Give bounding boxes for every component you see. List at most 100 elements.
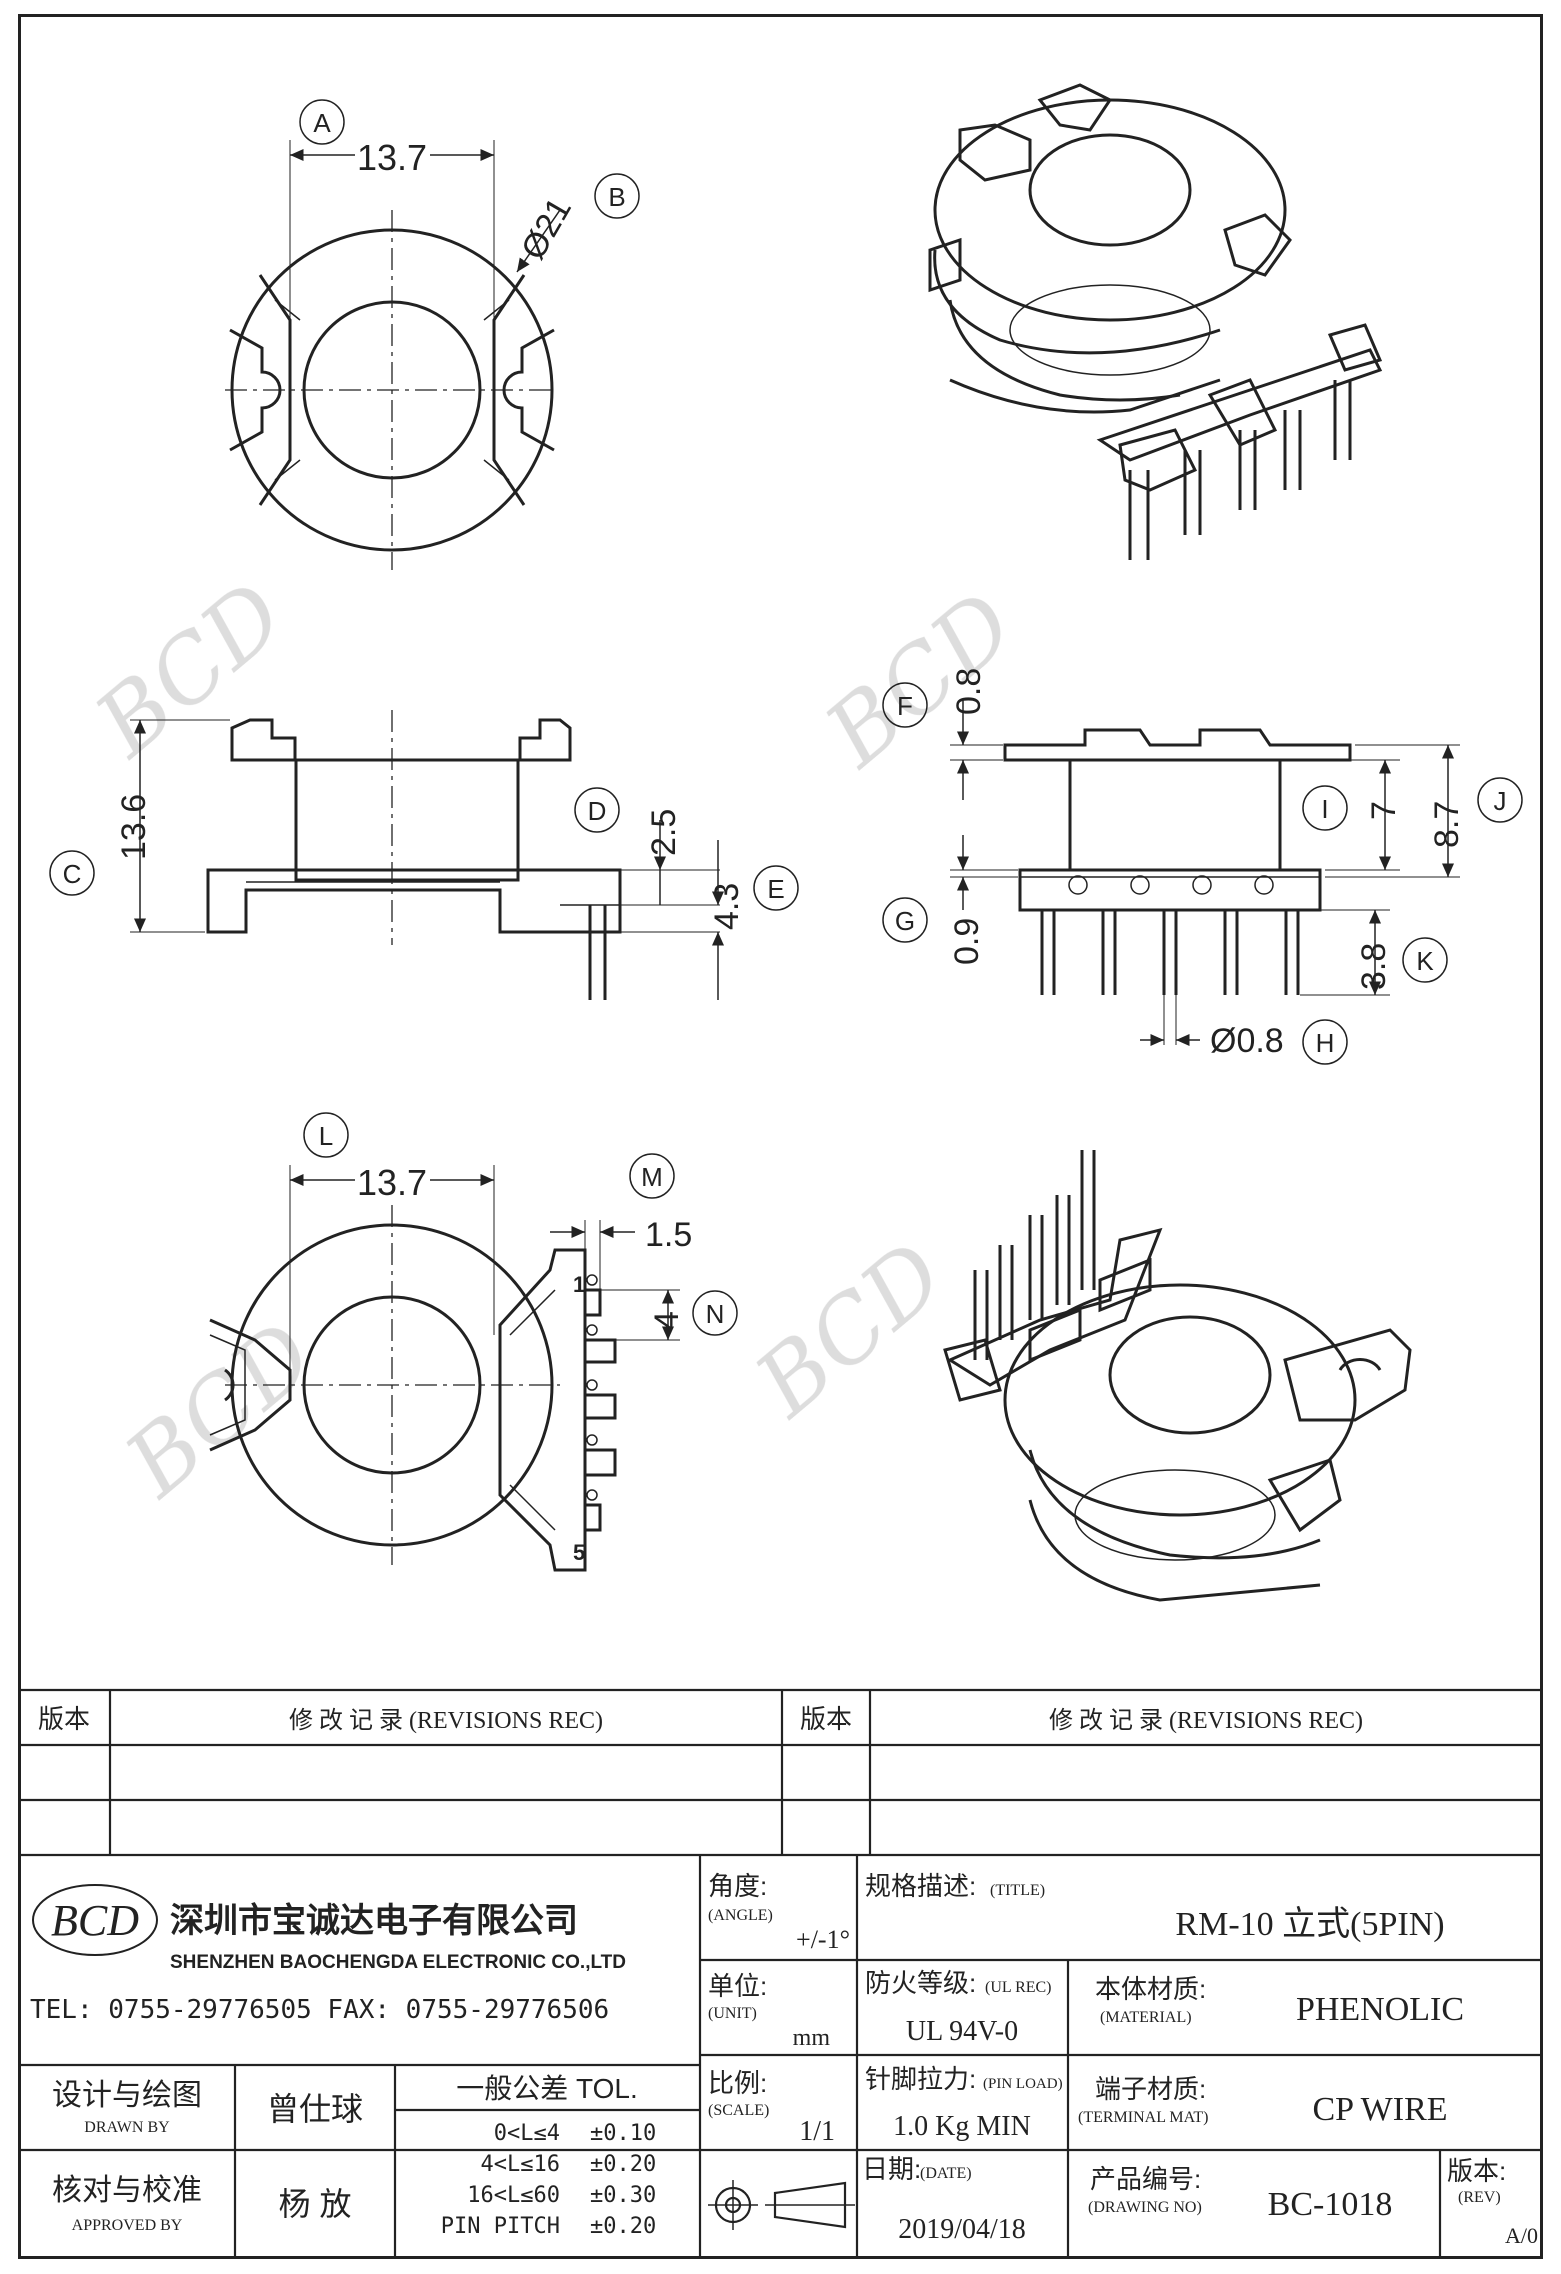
ul-value: UL 94V-0 xyxy=(906,2016,1018,2047)
company-contact: TEL: 0755-29776505 FAX: 0755-29776506 xyxy=(30,1995,609,2025)
rev-header-version-left: 版本 xyxy=(38,1704,90,1734)
terminal-label-en: (TERMINAL MAT) xyxy=(1078,2109,1209,2126)
material-label: 本体材质: xyxy=(1095,1974,1206,2004)
drawing-no-label: 产品编号: xyxy=(1090,2164,1201,2194)
terminal-label: 端子材质: xyxy=(1095,2074,1206,2104)
terminal-value: CP WIRE xyxy=(1312,2091,1447,2128)
drawing-frame xyxy=(18,14,1543,2259)
dim-front-height: 13.6 xyxy=(115,794,153,860)
projection-symbol-icon xyxy=(708,2180,855,2230)
approver-label-en: APPROVED BY xyxy=(72,2217,183,2234)
rev-header-version-right: 版本 xyxy=(800,1704,852,1734)
pin-load-value: 1.0 Kg MIN xyxy=(893,2111,1031,2142)
drawing-no-value: BC-1018 xyxy=(1268,2186,1393,2223)
dim-side-pin-dia: Ø0.8 xyxy=(1210,1022,1284,1060)
angle-label-en: (ANGLE) xyxy=(708,1907,773,1924)
side-view: 0.8 F 7 I 8.7 J 0.9 G 3.8 K Ø0.8 H xyxy=(882,668,1523,1065)
dim-side-total: 8.7 xyxy=(1428,801,1466,848)
designer-label: 设计与绘图 xyxy=(52,2079,202,2112)
watermark-3: BCD xyxy=(105,1302,334,1518)
dim-bottom-pitch: 1.5 xyxy=(645,1216,692,1254)
tol-table: 0<L≤4 ±0.10 4<L≤16 ±0.20 16<L≤60 ±0.30 P… xyxy=(441,2121,656,2239)
label-m: M xyxy=(641,1162,663,1192)
ul-label-en: (UL REC) xyxy=(985,1979,1052,1996)
dim-top-dia: Ø21 xyxy=(514,191,579,266)
date-value: 2019/04/18 xyxy=(898,2214,1026,2245)
label-f: F xyxy=(897,691,913,721)
dim-side-top: 0.8 xyxy=(950,668,988,715)
tol-range-3: PIN PITCH xyxy=(441,2214,560,2239)
unit-value: mm xyxy=(793,2025,831,2051)
label-n: N xyxy=(706,1299,725,1329)
label-i: I xyxy=(1321,794,1328,824)
drawing-no-label-en: (DRAWING NO) xyxy=(1088,2199,1202,2216)
rev-header-record-left: 修 改 记 录 (REVISIONS REC) xyxy=(289,1707,603,1734)
material-value: PHENOLIC xyxy=(1296,1991,1464,2028)
tol-value-3: ±0.20 xyxy=(590,2214,656,2239)
approver-label: 核对与校准 xyxy=(52,2174,202,2207)
rev-label: 版本: xyxy=(1447,2156,1506,2186)
tol-value-1: ±0.20 xyxy=(590,2152,656,2177)
bottom-view: 1 5 13.7 L 1.5 M 4 N xyxy=(209,1112,738,1572)
dim-side-inner: 7 xyxy=(1365,801,1403,820)
approver-value: 杨 放 xyxy=(279,2186,352,2222)
pin-load-label-en: (PIN LOAD) xyxy=(983,2076,1063,2092)
pin-number-5: 5 xyxy=(573,1540,585,1565)
angle-value: +/-1° xyxy=(796,1925,850,1954)
dim-front-pin-gap: 4.3 xyxy=(708,883,746,930)
rev-value: A/0 xyxy=(1505,2223,1538,2248)
iso-view-top xyxy=(928,83,1383,560)
label-b: B xyxy=(608,182,625,212)
pin-number-1: 1 xyxy=(573,1272,585,1297)
side-pins xyxy=(1040,875,1300,995)
label-j: J xyxy=(1494,786,1507,816)
title-label: 规格描述: xyxy=(865,1871,976,1901)
rev-label-en: (REV) xyxy=(1458,2189,1501,2206)
front-view: 13.6 C 2.5 D 4.3 E xyxy=(49,710,799,1000)
dim-bottom-width: 13.7 xyxy=(357,1162,427,1203)
label-g: G xyxy=(895,906,915,936)
bottom-pin-slots xyxy=(585,1274,617,1532)
dim-side-pin-len: 3.8 xyxy=(1355,943,1393,990)
watermarks: BCD BCD BCD BCD xyxy=(75,562,1034,1518)
unit-label-en: (UNIT) xyxy=(708,2005,757,2022)
scale-label: 比例: xyxy=(708,2068,767,2098)
title-label-en: (TITLE) xyxy=(990,1882,1045,1899)
angle-label: 角度: xyxy=(708,1871,767,1901)
rev-header-record-right: 修 改 记 录 (REVISIONS REC) xyxy=(1049,1707,1363,1734)
company-name-en: SHENZHEN BAOCHENGDA ELECTRONIC CO.,LTD xyxy=(170,1952,626,1973)
label-l: L xyxy=(319,1121,333,1151)
dim-bottom-pin-span: 4 xyxy=(648,1311,686,1330)
label-e: E xyxy=(767,874,784,904)
dim-top-width: 13.7 xyxy=(357,137,427,178)
date-label-en: (DATE) xyxy=(920,2165,972,2182)
date-label: 日期: xyxy=(862,2154,921,2184)
pin-load-label: 针脚拉力: xyxy=(865,2064,976,2094)
iso-view-bottom xyxy=(943,1150,1412,1602)
designer-value: 曾仕球 xyxy=(267,2091,363,2127)
company-name-cn: 深圳市宝诚达电子有限公司 xyxy=(170,1901,578,1940)
top-view: 13.7 A Ø21 B xyxy=(225,99,640,570)
tol-range-2: 16<L≤60 xyxy=(467,2183,560,2208)
dim-side-base: 0.9 xyxy=(948,918,986,965)
label-h: H xyxy=(1316,1028,1335,1058)
unit-label: 单位: xyxy=(708,1971,767,2001)
label-k: K xyxy=(1416,946,1434,976)
watermark-2: BCD xyxy=(805,572,1034,788)
label-c: C xyxy=(63,859,82,889)
scale-label-en: (SCALE) xyxy=(708,2102,769,2119)
title-value: RM-10 立式(5PIN) xyxy=(1175,1905,1444,1943)
material-label-en: (MATERIAL) xyxy=(1100,2009,1192,2026)
logo-text: BCD xyxy=(51,1896,139,1945)
ul-label: 防火等级: xyxy=(865,1968,976,1998)
dim-front-flange: 2.5 xyxy=(645,809,683,856)
watermark-1: BCD xyxy=(75,562,304,778)
tol-range-0: 0<L≤4 xyxy=(494,2121,560,2146)
tol-value-2: ±0.30 xyxy=(590,2183,656,2208)
designer-label-en: DRAWN BY xyxy=(84,2119,170,2136)
tol-range-1: 4<L≤16 xyxy=(481,2152,560,2177)
company-logo: BCD xyxy=(32,1884,158,1956)
watermark-4: BCD xyxy=(735,1222,964,1438)
label-a: A xyxy=(313,108,331,138)
label-d: D xyxy=(588,796,607,826)
